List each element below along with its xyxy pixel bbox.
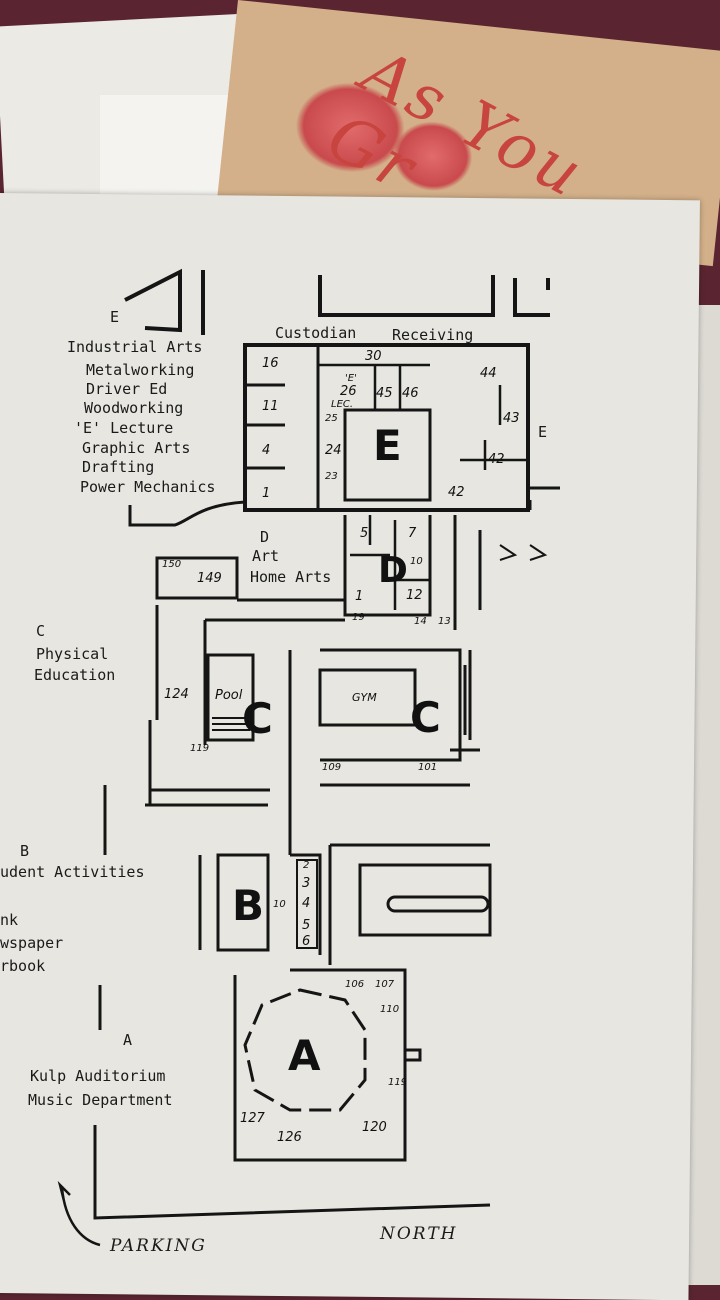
legend-e-item: Metalworking [86,361,195,379]
legend-e-item: Industrial Arts [67,338,203,356]
legend-d-item: Home Arts [250,568,332,586]
legend-e-item: Woodworking [84,399,184,417]
room-number: 13 [438,616,451,627]
room-number: 1 [355,589,364,604]
room-number: 25 [325,413,338,424]
wing-c-letter: C [410,693,441,742]
room-number: 150 [162,559,182,570]
room-number: 5 [360,526,369,541]
room-number: 1 [262,486,271,501]
e-wing-outline [243,343,530,512]
label-receiving: Receiving [392,326,474,344]
room-number: 107 [375,979,395,990]
room-number: 4 [262,443,271,458]
room-number: 23 [325,471,338,482]
room-number: 119 [388,1077,408,1088]
room-number: 42 [488,452,505,467]
label-north: NORTH [380,1224,458,1244]
room-number: 101 [418,762,438,773]
room-number: 46 [402,386,419,401]
label-gym: GYM [352,691,377,704]
room-number: 2 [303,860,310,871]
room-number: 4 [302,896,311,911]
label-pool: Pool [215,688,243,703]
legend-c-item: Education [34,666,116,684]
legend-a-item: Kulp Auditorium [30,1067,166,1085]
room-number: 149 [197,571,222,586]
room-number: 119 [190,743,210,754]
room-number: 5 [302,918,311,933]
room-number: 124 [164,687,189,702]
label-e-right: E [538,423,548,441]
room-number: 26 [340,384,357,399]
room-number: 19 [352,612,365,623]
room-number: 30 [365,349,382,364]
room-number: 7 [408,526,417,541]
wing-e-letter: E [373,421,402,470]
legend-d-letter: D [260,528,270,546]
label-custodian: Custodian [275,324,357,342]
wing-b-letter: B [232,881,265,930]
legend-b-letter: B [20,842,30,860]
legend-b-item: rbook [0,957,46,975]
legend-a-item: Music Department [28,1091,173,1109]
room-number: 11 [262,399,279,414]
legend-e-letter: E [110,308,120,326]
room-number: 126 [277,1130,302,1145]
wing-d-letter: D [378,550,408,591]
room-number: 14 [414,616,427,627]
legend-c-letter: C [36,622,46,640]
room-number: 43 [503,411,520,426]
legend-e-item: Graphic Arts [82,439,191,457]
room-number: 12 [406,588,423,603]
room-number: 106 [345,979,365,990]
room-number: 10 [410,556,423,567]
room-number: 42 [448,485,465,500]
room-number: 45 [376,386,393,401]
legend-a-letter: A [123,1031,133,1049]
room-number: 6 [302,934,311,949]
room-number: 3 [302,876,311,891]
legend-b-item: nk [0,911,19,929]
legend-b-item: wspaper [0,934,64,952]
room-number: 110 [380,1004,400,1015]
legend-e-item: Drafting [82,458,155,476]
legend-d-item: Art [252,547,280,565]
wing-a-letter: A [288,1031,321,1080]
room-number: 127 [240,1111,265,1126]
wing-c-letter: C [242,694,273,743]
room-number: 24 [325,443,342,458]
legend-b-item: udent Activities [0,863,145,881]
room-number: 'E' [345,373,357,384]
room-number: 109 [322,762,342,773]
legend-c-item: Physical [36,645,109,663]
room-number: 120 [362,1120,387,1135]
label-parking: PARKING [110,1236,207,1256]
room-number: 10 [273,899,286,910]
legend-e-item: 'E' Lecture [74,419,174,437]
legend-e-item: Power Mechanics [80,478,216,496]
room-number: 16 [262,356,279,371]
legend-e-item: Driver Ed [86,380,168,398]
room-number: 44 [480,366,497,381]
room-number: LEC. [331,399,354,410]
